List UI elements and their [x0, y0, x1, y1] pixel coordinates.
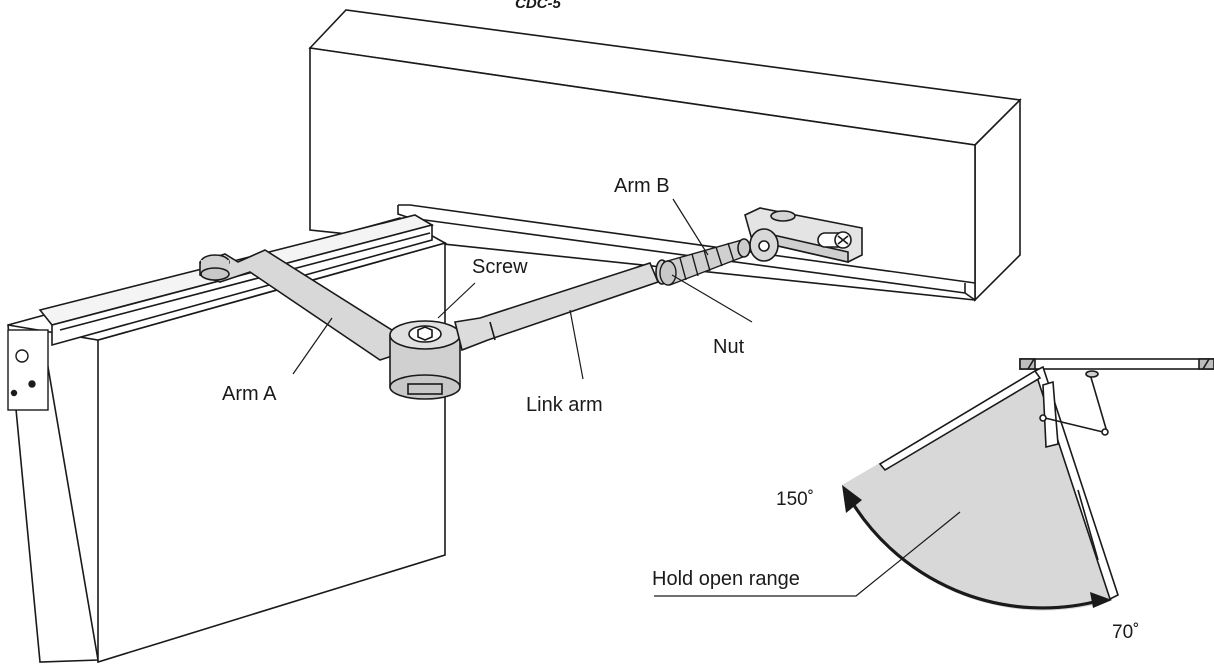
- leader-lines: [292, 198, 753, 380]
- door-panel: [7, 214, 448, 664]
- leader-arm-a: [292, 317, 333, 375]
- frame-bracket: [737, 207, 863, 264]
- arrowhead-150: [842, 485, 862, 513]
- closer-end-cap: [7, 329, 49, 411]
- label-arm-a: Arm A: [222, 383, 277, 405]
- arm-a: [199, 249, 396, 361]
- angle-label-150: 150˚: [776, 489, 814, 510]
- label-link-arm: Link arm: [526, 394, 603, 416]
- leader-nut: [671, 274, 753, 323]
- label-arm-b: Arm B: [614, 175, 670, 197]
- leader-arm-b: [672, 198, 709, 256]
- pivot-screw-assembly: [389, 320, 461, 400]
- label-hold-open-range: Hold open range: [652, 568, 800, 590]
- label-nut: Nut: [713, 336, 745, 358]
- arrowhead-70: [1090, 592, 1112, 608]
- leader-screw: [437, 282, 476, 319]
- angle-label-70: 70˚: [1112, 622, 1139, 643]
- hold-open-inset: [654, 358, 1214, 611]
- label-screw: Screw: [472, 256, 528, 278]
- diagram-title: CDC-5: [515, 0, 561, 12]
- leader-link-arm: [569, 309, 584, 380]
